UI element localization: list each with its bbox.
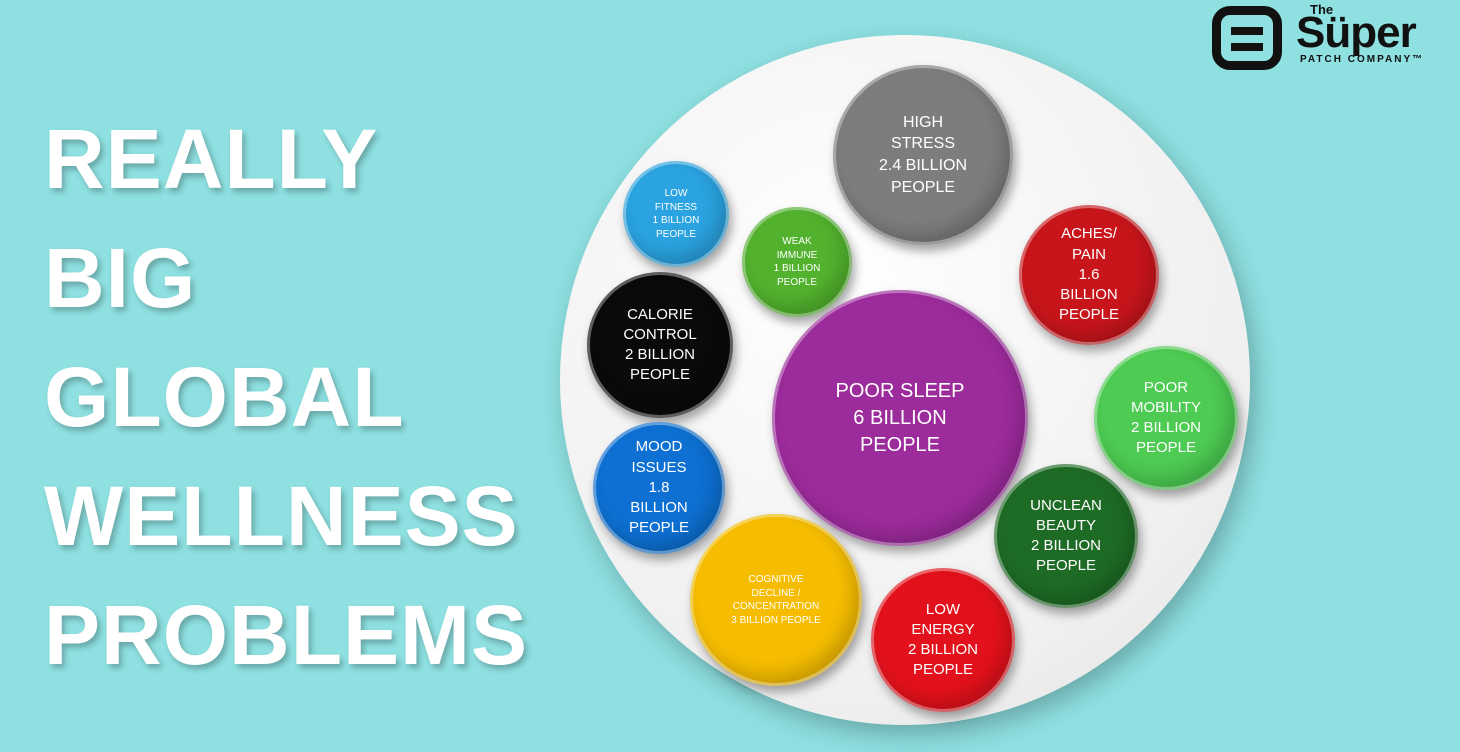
headline-line: REALLY [44,112,379,206]
logo-super: Süper [1296,8,1417,57]
bubble-label-line: MOBILITY [1130,398,1201,416]
logo-the: The [1310,2,1334,17]
headline-line: BIG [44,231,197,325]
bubble-label-line: STRESS [890,135,955,153]
headline-line: PROBLEMS [44,588,529,682]
bubble-label-line: PEOPLE [1035,557,1097,575]
bubble-label-line: POOR [1143,378,1189,396]
bubble-low-fitness: LOW FITNESS 1 BILLION PEOPLE [623,161,729,267]
bubble-weak-immune: WEAK IMMUNE 1 BILLION PEOPLE [742,207,852,317]
bubble-label-line: PEOPLE [890,178,956,196]
bubble-label-line: 2 BILLION [1030,537,1102,554]
bubble-label-line: 2 BILLION [624,346,696,363]
bubble-label-line: ISSUES [631,458,687,476]
bubble-label-line: MOOD [635,438,683,456]
bubble-label-line: IMMUNE [776,249,818,261]
bubble-label-line: CALORIE [627,305,693,323]
bubble-label-line: BEAUTY [1035,516,1096,534]
bubble-label-line: PEOPLE [776,276,818,288]
bubble-label-line: CONCENTRATION [732,601,820,612]
bubble-label-line: PEOPLE [655,228,697,240]
bubble-label-line: ENERGY [911,620,975,638]
bubble-label-line: PEOPLE [629,366,691,384]
logo-mark-icon [1212,6,1282,70]
bubble-label-line: DECLINE / [751,587,801,599]
bubble-label-line: 3 BILLION PEOPLE [731,614,821,626]
bubble-label-line: PEOPLE [912,661,974,679]
bubble-label-line: ACHES/ [1061,225,1117,243]
bubble-calorie-control: CALORIE CONTROL 2 BILLION PEOPLE [587,272,733,418]
headline-line: GLOBAL [44,350,405,444]
bubble-label-line: LOW [664,188,688,199]
bubble-poor-mobility: POOR MOBILITY 2 BILLION PEOPLE [1094,346,1238,490]
bubble-label-line: 2 BILLION [907,641,979,658]
bubble-label-line: PEOPLE [628,519,690,537]
bubble-label-line: 1.8 [648,478,670,496]
bubble-high-stress: HIGH STRESS 2.4 BILLION PEOPLE [833,65,1013,245]
logo-company: PATCH COMPANY™ [1300,54,1425,65]
bubble-label-line: 1 BILLION [652,215,700,226]
bubble-label-line: BILLION [630,499,688,517]
bubble-cognitive-decline: COGNITIVE DECLINE / CONCENTRATION 3 BILLION… [690,514,862,686]
bubble-label-line: LOW [925,600,961,618]
bubble-label-line: FITNESS [654,201,698,213]
bubble-label-line: UNCLEAN [1030,496,1102,514]
bubble-label-line: CONTROL [623,325,697,343]
super-patch-logo: The Süper PATCH COMPANY™ [1210,2,1455,72]
bubble-label-line: WEAK [782,236,812,247]
bubble-poor-sleep: POOR SLEEP 6 BILLION PEOPLE [772,290,1028,546]
bubble-label-line: PEOPLE [1058,306,1120,324]
bubble-label-line: 2.4 BILLION [878,157,968,174]
bubble-label-line: POOR SLEEP [835,379,965,402]
bubble-label-line: PEOPLE [1135,439,1197,457]
bubble-label-line: PEOPLE [859,433,941,456]
bubble-label-line: HIGH [903,113,943,131]
bubble-label-line: PAIN [1072,245,1106,263]
headline-line: WELLNESS [44,469,519,563]
bubble-low-energy: LOW ENERGY 2 BILLION PEOPLE [871,568,1015,712]
bubble-label-line: 1 BILLION [773,263,821,274]
headline: REALLY BIG GLOBAL WELLNESS PROBLEMS [44,100,528,695]
bubble-label-line: 2 BILLION [1130,419,1202,436]
bubble-label-line: 6 BILLION [853,406,947,429]
bubble-label-line: 1.6 [1078,265,1100,283]
bubble-unclean-beauty: UNCLEAN BEAUTY 2 BILLION PEOPLE [994,464,1138,608]
bubble-label-line: COGNITIVE [748,574,804,585]
bubble-label-line: BILLION [1060,286,1118,304]
